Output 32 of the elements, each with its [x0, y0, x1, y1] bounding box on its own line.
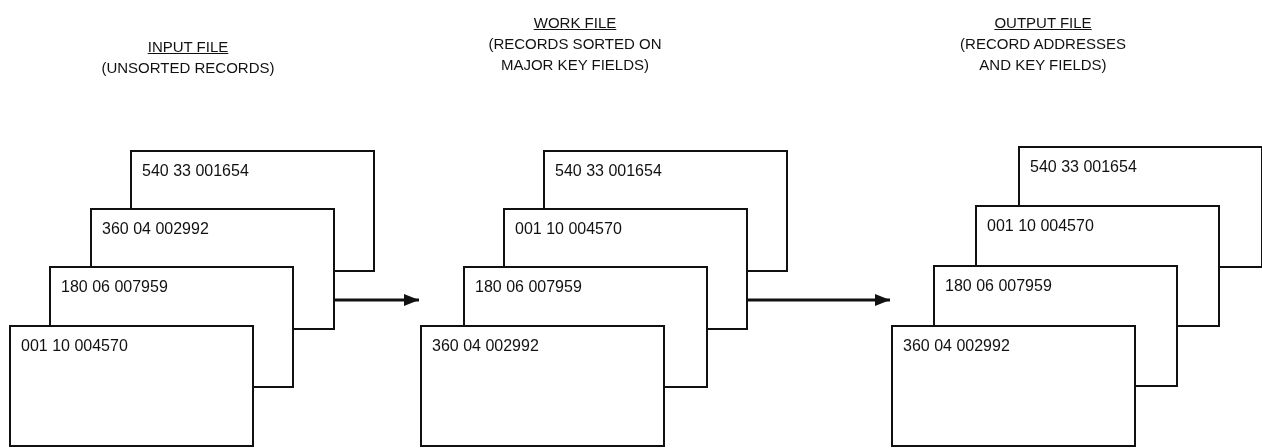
record-card: [975, 205, 1220, 265]
record-text: 180 06 007959: [61, 278, 168, 296]
record-card: [49, 266, 294, 325]
file-description: (UNSORTED RECORDS): [100, 58, 276, 78]
file-description: (RECORDS SORTED ON MAJOR KEY FIELDS): [487, 34, 663, 75]
record-text: 360 04 002992: [432, 337, 539, 355]
record-card: [9, 325, 254, 447]
record-text: 540 33 001654: [142, 162, 249, 180]
record-text: 180 06 007959: [475, 278, 582, 296]
record-card: [503, 208, 748, 266]
record-text: 540 33 001654: [1030, 158, 1137, 176]
record-text: 001 10 004570: [987, 217, 1094, 235]
record-text: 001 10 004570: [515, 220, 622, 238]
record-text: 360 04 002992: [903, 337, 1010, 355]
record-card: [90, 208, 335, 266]
file-description: (RECORD ADDRESSES AND KEY FIELDS): [959, 34, 1127, 75]
record-text: 360 04 002992: [102, 220, 209, 238]
arrow: [748, 294, 890, 306]
file-heading: INPUT FILE: [147, 37, 229, 57]
record-text: 540 33 001654: [555, 162, 662, 180]
file-heading: OUTPUT FILE: [994, 13, 1092, 33]
record-card: [933, 265, 1178, 325]
record-card: [1018, 146, 1262, 205]
record-card: [891, 325, 1136, 447]
file-heading: WORK FILE: [533, 13, 617, 33]
arrow: [335, 294, 419, 306]
record-card: [543, 150, 788, 208]
record-text: 001 10 004570: [21, 337, 128, 355]
record-card: [420, 325, 665, 447]
record-card: [130, 150, 375, 208]
record-card: [463, 266, 708, 325]
record-text: 180 06 007959: [945, 277, 1052, 295]
